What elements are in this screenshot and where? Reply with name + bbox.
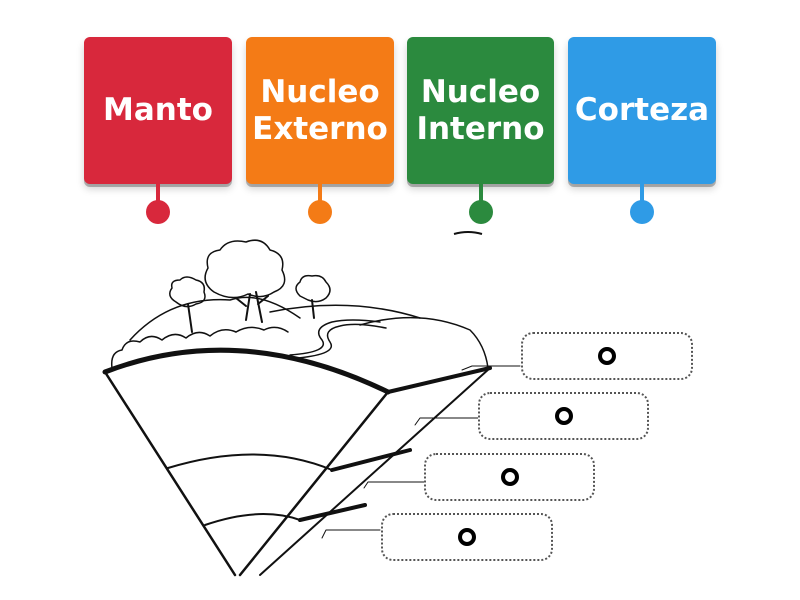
label-handle-nucleo-externo[interactable] [308, 200, 332, 224]
label-stem-nucleo-interno [479, 184, 483, 206]
cone-left-edge [103, 370, 237, 577]
tree-left-crown [169, 276, 206, 308]
river-bank [297, 323, 387, 359]
crust-top-edge [102, 347, 391, 395]
label-tile-nucleo-interno[interactable]: Nucleo Interno [407, 37, 554, 184]
layer-mantle-boundary [167, 453, 333, 471]
river [289, 319, 381, 356]
label-tile-manto[interactable]: Manto [84, 37, 232, 184]
tree-big-crown [204, 239, 286, 299]
drop-zone-4[interactable] [381, 513, 553, 561]
cone-right-edge [259, 367, 491, 576]
top-arc-fragment [453, 231, 483, 235]
layer-boundary-side-2 [298, 503, 367, 522]
pointer-line-3 [363, 481, 425, 489]
drop-zone-3-marker-icon [500, 468, 519, 486]
layer-boundary-side-1 [330, 448, 412, 472]
bush-left [110, 329, 237, 369]
pointer-line-2 [414, 417, 479, 426]
tree-right-crown [295, 274, 331, 303]
label-stem-manto [156, 184, 160, 206]
tree-big-trunk [235, 291, 269, 323]
drop-zone-2-marker-icon [554, 407, 573, 425]
drop-zone-3[interactable] [424, 453, 595, 501]
cone-front-edge [238, 390, 390, 577]
label-text-manto: Manto [103, 92, 213, 128]
bush-right [235, 326, 289, 333]
drop-zone-4-marker-icon [458, 528, 476, 546]
hill-middle [269, 304, 421, 319]
drop-zone-1-marker-icon [598, 347, 616, 365]
hill-left [129, 296, 301, 341]
label-text-nucleo-interno: Nucleo Interno [416, 73, 545, 147]
tree-left-trunk [187, 303, 193, 333]
label-stem-nucleo-externo [318, 184, 322, 206]
crust-right-edge [386, 366, 492, 394]
label-handle-manto[interactable] [146, 200, 170, 224]
label-text-corteza: Corteza [574, 92, 710, 128]
label-handle-corteza[interactable] [630, 200, 654, 224]
drop-zone-2[interactable] [478, 392, 649, 440]
label-tile-corteza[interactable]: Corteza [568, 37, 716, 184]
pointer-line-1 [461, 365, 521, 371]
label-tile-nucleo-externo[interactable]: Nucleo Externo [246, 37, 394, 184]
layer-outer-core-boundary [204, 513, 301, 526]
label-stem-corteza [640, 184, 644, 206]
hill-right [359, 316, 489, 369]
drop-zone-1[interactable] [521, 332, 693, 380]
label-handle-nucleo-interno[interactable] [469, 200, 493, 224]
pointer-line-4 [321, 529, 381, 539]
tree-right-trunk [311, 299, 315, 319]
label-text-nucleo-externo: Nucleo Externo [252, 73, 388, 147]
